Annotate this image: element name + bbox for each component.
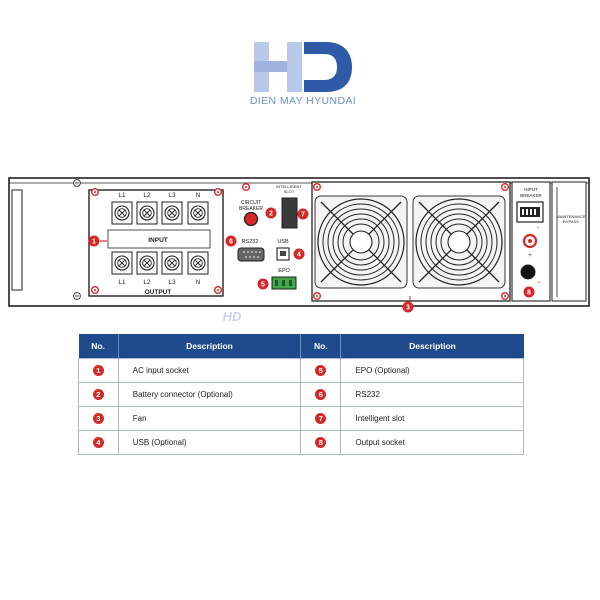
row-description: EPO (Optional) [340, 358, 524, 383]
maintenance-bypass-label-line2: BYPASS [563, 219, 579, 224]
callout-3: 3 [402, 296, 414, 313]
table-row: 2 Battery connector (Optional) 6 RS232 [78, 382, 524, 407]
row-description: RS232 [340, 382, 524, 407]
svg-text:1: 1 [92, 239, 96, 246]
circuit-breaker-button[interactable] [243, 211, 259, 227]
input-label-n: N [196, 192, 201, 199]
input-breaker-label-line2: BREAKER [520, 193, 542, 198]
svg-text:7: 7 [301, 212, 305, 219]
input-title-bar [107, 229, 211, 249]
row-number-badge: 3 [92, 413, 104, 424]
callout-7: 7 [297, 208, 309, 220]
table-row: 1 AC input socket 5 EPO (Optional) [78, 358, 524, 383]
output-label-l3: L3 [168, 279, 176, 286]
plus-sign-right: + [537, 225, 540, 230]
left-rack-ear [11, 189, 23, 291]
minus-sign: − [537, 280, 541, 286]
table-row: 3 Fan 7 Intelligent slot [78, 406, 524, 431]
logo-h-crossbar [254, 61, 302, 72]
input-label-l2: L2 [143, 192, 151, 199]
input-label-l1: L1 [118, 192, 126, 199]
svg-text:8: 8 [527, 290, 531, 297]
row-description: Intelligent slot [340, 406, 524, 431]
row-number-badge: 5 [315, 365, 327, 376]
row-number-badge: 2 [92, 389, 104, 400]
rs232-label: RS232 [242, 239, 259, 245]
row-description: Fan [117, 406, 302, 431]
row-number-badge: 7 [315, 413, 327, 424]
input-label-l3: L3 [168, 192, 176, 199]
component-table: No. Description No. Description 1 AC inp… [78, 334, 524, 455]
header-description-left: Description [118, 334, 302, 359]
row-number-badge: 6 [315, 389, 327, 400]
table-row: 4 USB (Optional) 8 Output socket [78, 430, 524, 455]
row-description: USB (Optional) [117, 430, 302, 455]
svg-text:2: 2 [269, 211, 273, 218]
svg-text:5: 5 [261, 282, 265, 289]
logo-d-shape [304, 42, 352, 92]
callout-1: 1 [88, 235, 107, 247]
fan-left [314, 195, 408, 289]
ups-rear-panel: L1 L2 L3 N INPUT L1 L2 L3 N OUTPUT 1 CIR… [8, 177, 590, 324]
intelligent-slot-label-line2: SLOT [284, 189, 295, 194]
logo-h-right-stem [287, 42, 302, 92]
output-label-l1: L1 [118, 279, 126, 286]
row-description: AC input socket [117, 358, 302, 383]
intelligent-slot-label-line1: INTELLIGENT [276, 184, 302, 189]
callout-2: 2 [265, 207, 277, 219]
svg-text:6: 6 [229, 239, 233, 246]
row-number-badge: 1 [92, 365, 104, 376]
row-description: Battery connector (Optional) [117, 382, 302, 407]
callout-4: 4 [293, 248, 305, 260]
logo-brand-text: DIEN MAY HYUNDAI [250, 95, 356, 107]
circuit-breaker-label-line2: BREAKER [239, 206, 263, 212]
row-number-badge: 8 [315, 437, 327, 448]
maintenance-bypass-cover [551, 181, 587, 302]
svg-text:3: 3 [406, 305, 410, 312]
battery-terminal[interactable] [520, 264, 536, 280]
header-no-left: No. [78, 334, 119, 359]
input-title: INPUT [148, 237, 168, 244]
epo-label: EPO [278, 268, 290, 274]
callout-6: 6 [225, 235, 237, 247]
rs232-port[interactable] [237, 247, 265, 262]
usb-label: USB [277, 239, 289, 245]
maintenance-bypass-label-line1: MAINTENANCE [556, 214, 585, 219]
output-label-l2: L2 [143, 279, 151, 286]
table-header-row: No. Description No. Description [78, 334, 524, 359]
svg-text:4: 4 [297, 252, 301, 259]
intelligent-slot[interactable] [281, 197, 298, 229]
brand-logo: HD DIEN MAY HYUNDAI [250, 42, 356, 107]
callout-8: 8 [523, 286, 535, 298]
watermark-hd: HD [223, 309, 242, 324]
fan-right [412, 195, 506, 289]
output-title: OUTPUT [145, 289, 172, 296]
input-breaker-label-line1: INPUT [524, 187, 538, 192]
output-label-n: N [196, 279, 201, 286]
row-description: Output socket [340, 430, 524, 455]
circuit-breaker-label-line1: CIRCUIT [241, 200, 261, 206]
callout-5: 5 [257, 278, 269, 290]
row-number-badge: 4 [92, 437, 104, 448]
plus-sign: + [528, 253, 532, 259]
header-description-right: Description [340, 334, 524, 359]
header-no-right: No. [300, 334, 342, 359]
